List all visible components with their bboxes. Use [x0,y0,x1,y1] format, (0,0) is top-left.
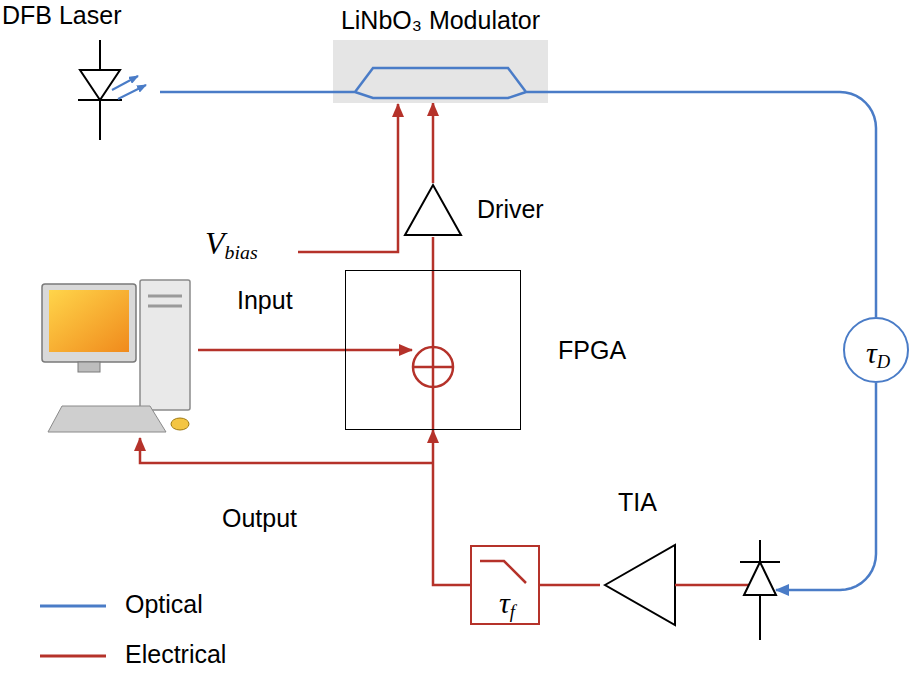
electrical-wire [433,430,470,585]
optical-fiber [160,91,333,94]
tower [140,280,190,410]
keyboard [48,406,166,432]
node-label: FPGA [558,337,626,365]
node-label: DFB Laser [2,2,121,30]
electrical-wire [432,237,435,270]
diode-lead [99,40,101,70]
legend-entry: Optical [0,588,300,624]
electrical-wire [540,584,600,587]
electrical-wire [432,103,435,183]
diode-triangle [80,70,120,100]
computer-icon [42,280,190,432]
screen [49,290,129,352]
legend-text: Optical [125,591,203,619]
summing-cross [432,347,435,387]
summing-junction [413,347,453,387]
diode-lead [759,540,761,562]
mach-zehnder-waveguide [333,68,548,98]
output-wire [140,438,433,463]
legend-entry: Electrical [0,638,300,674]
legend-line-sample [0,588,110,624]
bias-voltage-label: Vbias [205,226,258,261]
tia-amplifier-symbol [600,540,776,640]
node-label: τf [499,586,515,619]
optical-fiber [776,383,876,590]
bias-wire [298,104,398,252]
node-label: Driver [477,196,544,224]
legend-line-sample [0,638,110,674]
tia-amplifier: TIA [600,540,776,640]
feedback-inner-wire [432,388,435,430]
node-label: TIA [618,489,657,517]
monitor [42,284,136,362]
lowpass-filter: τf [470,545,540,625]
drive-slot [148,295,182,298]
legend-text: Electrical [125,641,226,669]
signal-label: Input [237,287,293,315]
diode-lead [99,100,101,140]
node-label: LiNbO₃ Modulator [341,7,540,35]
diode-lead [759,595,761,640]
driver-amplifier: Driver [405,183,555,237]
signal-label: Output [222,505,297,533]
electrical-wires [140,104,453,463]
mouse [171,418,189,430]
node-label: τD [866,336,890,369]
connector-layer [160,92,876,590]
photodiode-triangle [744,562,776,595]
optical-fiber [548,92,876,317]
delay-loop-circle: τD [843,317,909,383]
laser-label-node: DFB Laser [0,2,160,138]
modulator-box-symbol [333,40,548,103]
amplifier-triangle [405,185,461,235]
modulator-box: LiNbO₃ Modulator [333,40,548,103]
monitor-stand [78,362,100,372]
input-wire [198,349,412,352]
tia-input-wire [675,584,749,587]
emission-arrow [112,76,138,90]
laser-diode-symbol [78,40,146,140]
drive-slot [148,305,182,308]
amplifier-triangle [605,545,675,625]
sum-to-driver-wire [432,270,435,347]
fpga-box: FPGA [345,270,521,430]
legend-line [40,605,106,608]
emission-arrow [118,85,146,99]
legend-line [40,655,106,658]
lowpass-symbol [480,561,526,583]
